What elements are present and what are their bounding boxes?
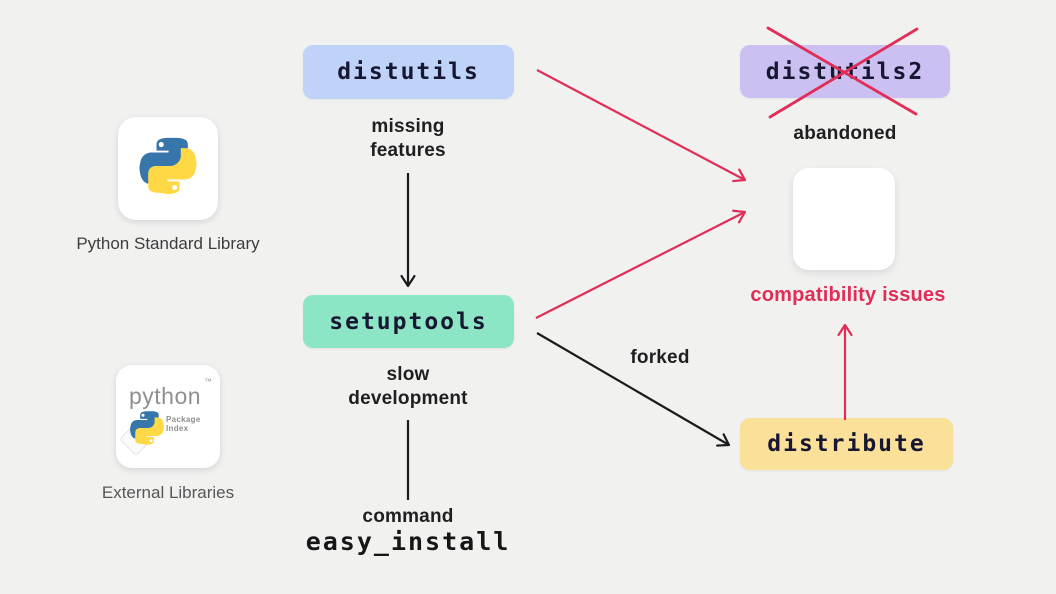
easy-install-label: easy_install <box>305 527 511 556</box>
node-setuptools: setuptools <box>303 295 514 348</box>
python-logo-icon <box>136 134 200 203</box>
arrow-distutils-to-compatibility <box>536 69 747 183</box>
node-distutils2: distutils2 <box>740 45 950 98</box>
arrow-setuptools-to-compatibility <box>535 209 747 319</box>
missing-features-label: missing features <box>370 116 446 161</box>
pypi-logo-subtext: Package Index <box>166 415 201 433</box>
compatibility-issues-label: compatibility issues <box>750 284 946 306</box>
slow-development-label: slow development <box>348 364 468 409</box>
pypi-trademark: ™ <box>204 377 212 386</box>
node-distribute: distribute <box>740 418 953 470</box>
abandoned-label: abandoned <box>793 123 897 144</box>
pypi-logo-text: python <box>129 383 202 409</box>
python-standard-library-card <box>118 117 218 220</box>
command-label: command <box>362 506 454 527</box>
forked-label: forked <box>630 347 690 368</box>
pypi-logo-icon <box>128 409 166 452</box>
compatibility-issues-square <box>793 168 895 270</box>
python-standard-library-label: Python Standard Library <box>76 234 260 253</box>
node-distutils: distutils <box>303 45 514 99</box>
external-libraries-label: External Libraries <box>101 483 235 502</box>
pypi-card: python ™ Package Index <box>116 365 220 468</box>
